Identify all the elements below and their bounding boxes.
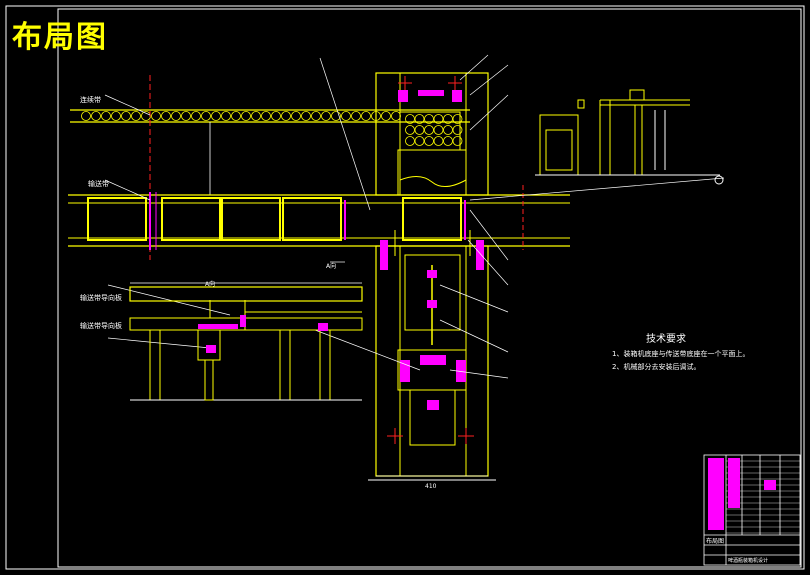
- top-roller-conveyor: [70, 109, 470, 123]
- roller: [251, 111, 261, 121]
- bottle: [452, 136, 463, 146]
- roller: [201, 111, 211, 121]
- machine-accents: [380, 90, 484, 410]
- roller: [311, 111, 321, 121]
- roller: [331, 111, 341, 121]
- roller: [121, 111, 131, 121]
- label-guide-upper: 输送带导向板: [80, 293, 122, 302]
- roller: [111, 111, 121, 121]
- label-elevation-view: A向: [205, 280, 215, 288]
- title-block-drawing-name: 布局图: [706, 537, 724, 545]
- machine-centerlines: [387, 76, 524, 444]
- title-block-fills: [708, 458, 776, 530]
- roller: [101, 111, 111, 121]
- bottle: [414, 125, 425, 135]
- bottle: [452, 125, 463, 135]
- roller: [231, 111, 241, 121]
- bottle: [443, 136, 453, 146]
- side-elevation: [129, 286, 363, 401]
- bottle-grid: [405, 114, 463, 146]
- roller: [221, 111, 231, 121]
- drawing-title: 布局图: [12, 20, 108, 55]
- tech-requirement-item: 1、装箱机底座与传送带底座在一个平面上。: [612, 350, 750, 358]
- roller: [81, 111, 91, 121]
- bottle: [424, 136, 434, 146]
- label-top-conveyor: 连续带: [80, 95, 101, 104]
- roller: [151, 111, 161, 121]
- roller: [181, 111, 191, 121]
- roller: [341, 111, 351, 121]
- roller: [271, 111, 281, 121]
- bottle: [443, 125, 453, 135]
- roller: [191, 111, 201, 121]
- bottle: [405, 114, 415, 124]
- roller: [261, 111, 271, 121]
- bottle: [433, 114, 444, 124]
- bottle: [424, 114, 434, 124]
- roller: [131, 111, 141, 121]
- bottle: [414, 136, 425, 146]
- roller: [171, 111, 181, 121]
- label-section-mark: A向: [326, 262, 336, 270]
- label-main-conveyor: 输送带: [88, 179, 109, 188]
- bottle: [452, 114, 463, 124]
- right-side-view: [535, 89, 724, 185]
- roller: [391, 111, 401, 121]
- roller: [161, 111, 171, 121]
- inner-border: [57, 8, 802, 568]
- label-guide-lower: 输送带导向板: [80, 321, 122, 330]
- roller: [321, 111, 331, 121]
- elevation-accents: [198, 315, 328, 353]
- roller: [381, 111, 391, 121]
- roller: [211, 111, 221, 121]
- main-conveyor: [68, 192, 570, 250]
- bottle: [414, 114, 425, 124]
- roller: [351, 111, 361, 121]
- tech-requirement-item: 2、机械部分去安装后调试。: [612, 363, 701, 371]
- bottle: [405, 125, 415, 135]
- title-block-project: 啤酒瓶装箱机设计: [728, 557, 768, 564]
- roller: [281, 111, 291, 121]
- bottle: [405, 136, 415, 146]
- bottle: [424, 125, 434, 135]
- drawing-frame: [5, 5, 805, 570]
- dimension-lines: [130, 261, 488, 477]
- roller: [91, 111, 101, 121]
- bottle: [443, 114, 453, 124]
- title-block: [703, 454, 801, 566]
- bottle: [433, 136, 444, 146]
- roller: [291, 111, 301, 121]
- roller: [361, 111, 371, 121]
- label-dim-bottom: 410: [425, 483, 437, 490]
- tech-requirements-heading: 技术要求: [646, 334, 686, 345]
- bottle: [433, 125, 444, 135]
- roller: [301, 111, 311, 121]
- roller: [241, 111, 251, 121]
